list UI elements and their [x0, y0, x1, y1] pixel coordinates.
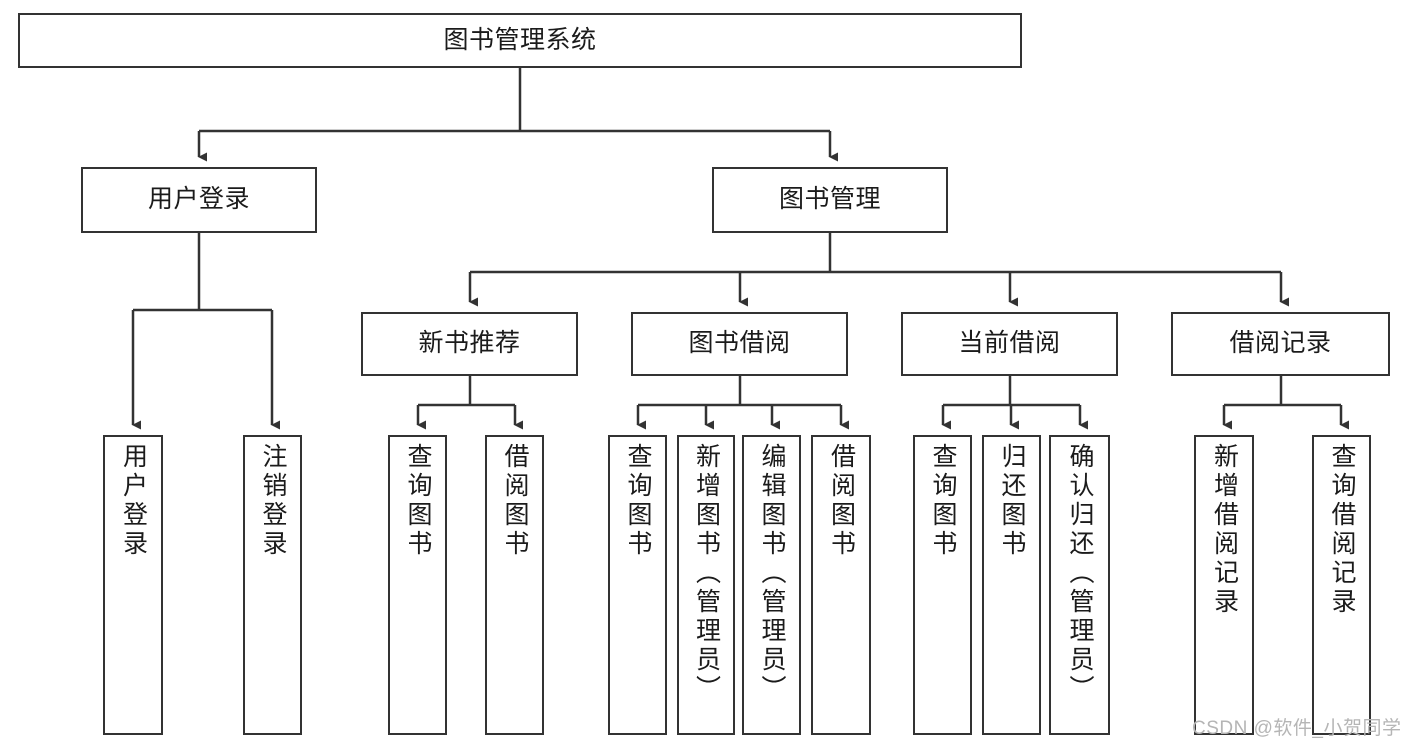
leaf-logout-label: 注销登录 — [259, 443, 287, 559]
node-current-borrow-label: 当前借阅 — [958, 329, 1061, 358]
watermark: CSDN @软件_小贺同学 — [1192, 718, 1402, 739]
node-root[interactable]: 图书管理系统 — [18, 13, 1022, 68]
leaf-borrow-book-recommend-label: 借阅图书 — [501, 443, 529, 559]
leaf-query-book-current[interactable]: 查询图书 — [913, 435, 972, 735]
node-book-borrow-label: 图书借阅 — [688, 329, 791, 358]
node-current-borrow[interactable]: 当前借阅 — [901, 312, 1118, 376]
leaf-borrow-book-label: 借阅图书 — [827, 443, 856, 559]
leaf-add-borrow-record-label: 新增借阅记录 — [1210, 443, 1239, 617]
node-user-login-label: 用户登录 — [147, 185, 250, 214]
leaf-edit-book-admin[interactable]: 编辑图书（管理员） — [742, 435, 801, 735]
leaf-query-book-current-label: 查询图书 — [929, 443, 957, 559]
leaf-query-book-recommend[interactable]: 查询图书 — [388, 435, 447, 735]
leaf-return-book[interactable]: 归还图书 — [982, 435, 1041, 735]
node-user-login[interactable]: 用户登录 — [81, 167, 317, 233]
leaf-borrow-book-recommend[interactable]: 借阅图书 — [485, 435, 544, 735]
leaf-query-book-borrow[interactable]: 查询图书 — [608, 435, 667, 735]
leaf-add-book-admin-label: 新增图书（管理员） — [692, 443, 721, 704]
leaf-confirm-return-admin-label: 确认归还（管理员） — [1066, 443, 1094, 704]
node-new-book-recommend-label: 新书推荐 — [418, 329, 521, 358]
leaf-add-borrow-record[interactable]: 新增借阅记录 — [1194, 435, 1254, 735]
node-book-management[interactable]: 图书管理 — [712, 167, 948, 233]
leaf-query-book-borrow-label: 查询图书 — [624, 443, 652, 559]
leaf-confirm-return-admin[interactable]: 确认归还（管理员） — [1049, 435, 1110, 735]
leaf-query-book-recommend-label: 查询图书 — [404, 443, 432, 559]
node-new-book-recommend[interactable]: 新书推荐 — [361, 312, 578, 376]
leaf-user-login[interactable]: 用户登录 — [103, 435, 163, 735]
leaf-query-borrow-record-label: 查询借阅记录 — [1328, 443, 1356, 617]
node-borrow-record[interactable]: 借阅记录 — [1171, 312, 1390, 376]
leaf-return-book-label: 归还图书 — [998, 443, 1026, 559]
node-book-borrow[interactable]: 图书借阅 — [631, 312, 848, 376]
leaf-edit-book-admin-label: 编辑图书（管理员） — [758, 443, 786, 704]
leaf-logout[interactable]: 注销登录 — [243, 435, 302, 735]
leaf-query-borrow-record[interactable]: 查询借阅记录 — [1312, 435, 1371, 735]
node-root-label: 图书管理系统 — [443, 25, 597, 54]
node-book-management-label: 图书管理 — [778, 185, 881, 214]
leaf-user-login-label: 用户登录 — [119, 443, 148, 559]
leaf-add-book-admin[interactable]: 新增图书（管理员） — [677, 435, 735, 735]
leaf-borrow-book[interactable]: 借阅图书 — [811, 435, 871, 735]
node-borrow-record-label: 借阅记录 — [1229, 329, 1332, 358]
